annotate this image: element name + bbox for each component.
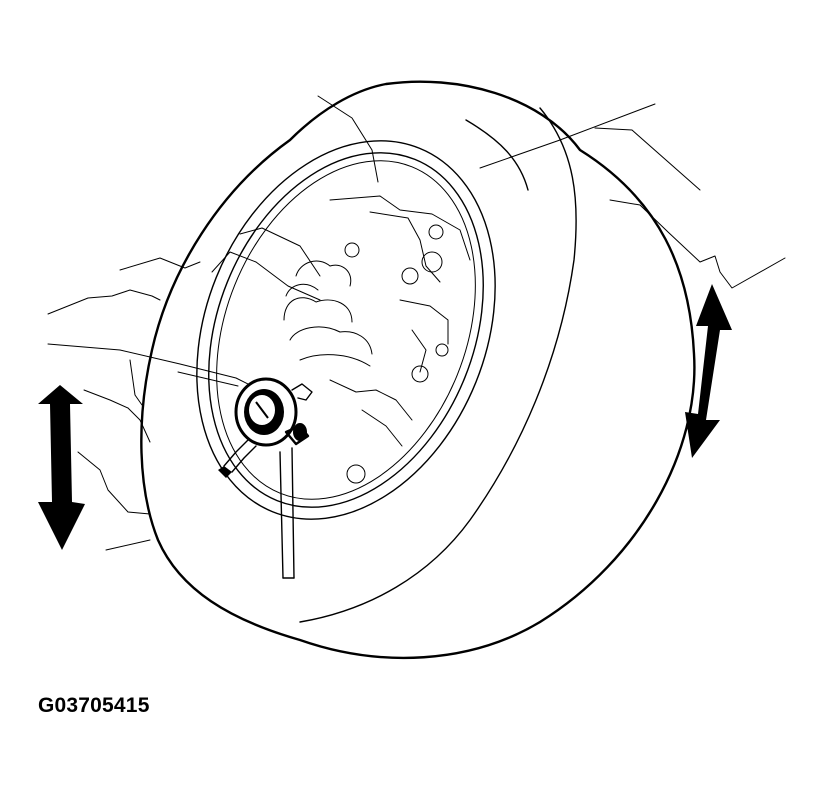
suspension-parts (211, 195, 471, 484)
vehicle-body-lines (47, 95, 786, 551)
dial-indicator (177, 371, 313, 579)
figure-code-label: G03705415 (38, 694, 150, 717)
right-rotation-arrow-icon (685, 284, 732, 458)
tire (140, 80, 696, 660)
left-rotation-arrow-icon (38, 385, 85, 550)
wheel-rim (196, 140, 496, 520)
